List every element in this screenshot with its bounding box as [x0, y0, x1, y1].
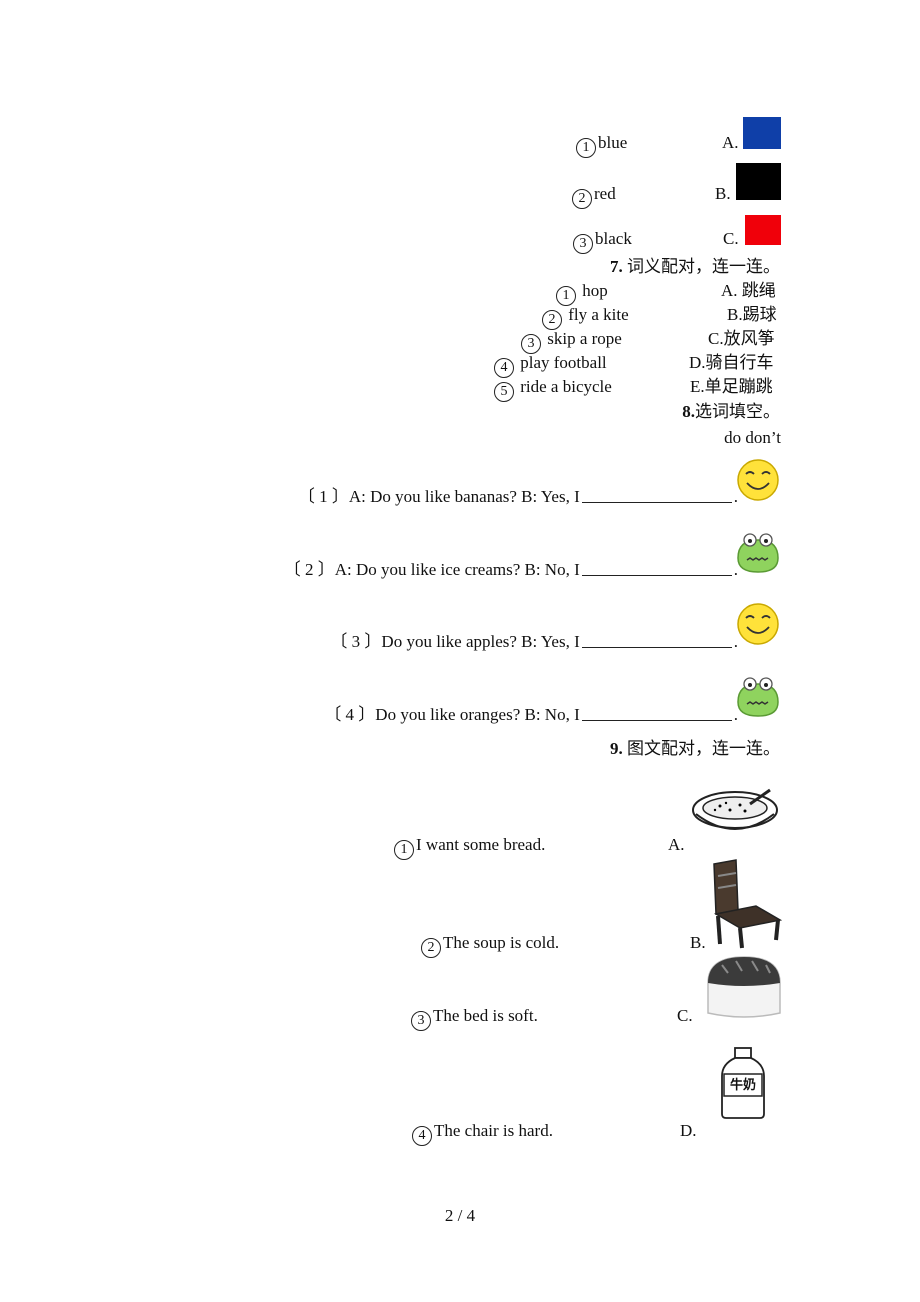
q9-letter-a: A.: [668, 835, 685, 854]
answer-blank-1[interactable]: [581, 488, 732, 503]
q6-letter-a: A.: [722, 133, 739, 152]
smile-face-icon: [737, 603, 779, 645]
q7-left-2: 2 fly a kite: [542, 306, 629, 330]
q8-heading: 8.选词填空。: [682, 402, 780, 421]
q7-right-d: D.骑自行车: [689, 353, 774, 372]
q8-item-4: 〔 4 〕Do you like oranges? B: No, I.: [324, 705, 738, 724]
frown-face-icon: [737, 533, 779, 573]
q7-right-a: A. 跳绳: [721, 281, 776, 300]
blue-swatch: [743, 117, 781, 149]
q9-letter-d: D.: [680, 1121, 697, 1140]
q7-left-3: 3 skip a rope: [521, 330, 622, 354]
black-swatch: [736, 163, 781, 200]
q9-letter-b: B.: [690, 933, 706, 952]
q7-right-e: E.单足蹦跳: [690, 377, 773, 396]
answer-blank-3[interactable]: [581, 633, 732, 648]
q8-item-2: 〔 2 〕A: Do you like ice creams? B: No, I…: [283, 560, 738, 579]
q8-item-3: 〔 3 〕Do you like apples? B: Yes, I.: [330, 632, 738, 651]
q8-word-options: do don’t: [724, 428, 781, 447]
q7-left-1: 1 hop: [556, 282, 608, 306]
bread-icon: [707, 956, 781, 1018]
q8-item-1: 〔 1 〕A: Do you like bananas? B: Yes, I.: [297, 487, 738, 506]
q9-letter-c: C.: [677, 1006, 693, 1025]
answer-blank-2[interactable]: [581, 561, 732, 576]
soup-bowl-icon: [692, 788, 778, 830]
q6-letter-b: B.: [715, 184, 731, 203]
q7-right-b: B.踢球: [727, 305, 777, 324]
q7-left-5: 5 ride a bicycle: [494, 378, 612, 402]
milk-bottle-icon: 牛奶: [720, 1046, 766, 1120]
q7-right-c: C.放风筝: [708, 329, 775, 348]
q7-heading: 7. 词义配对，连一连。: [610, 257, 780, 276]
q6-letter-c: C.: [723, 229, 739, 248]
red-swatch: [745, 215, 781, 245]
answer-blank-4[interactable]: [581, 706, 732, 721]
milk-label: 牛奶: [729, 1077, 756, 1092]
q7-left-4: 4 play football: [494, 354, 607, 378]
q9-heading: 9. 图文配对，连一连。: [610, 739, 780, 758]
smile-face-icon: [737, 459, 779, 501]
page-number: 2 / 4: [444, 1206, 476, 1225]
chair-icon: [713, 859, 782, 949]
frown-face-icon: [737, 677, 779, 717]
